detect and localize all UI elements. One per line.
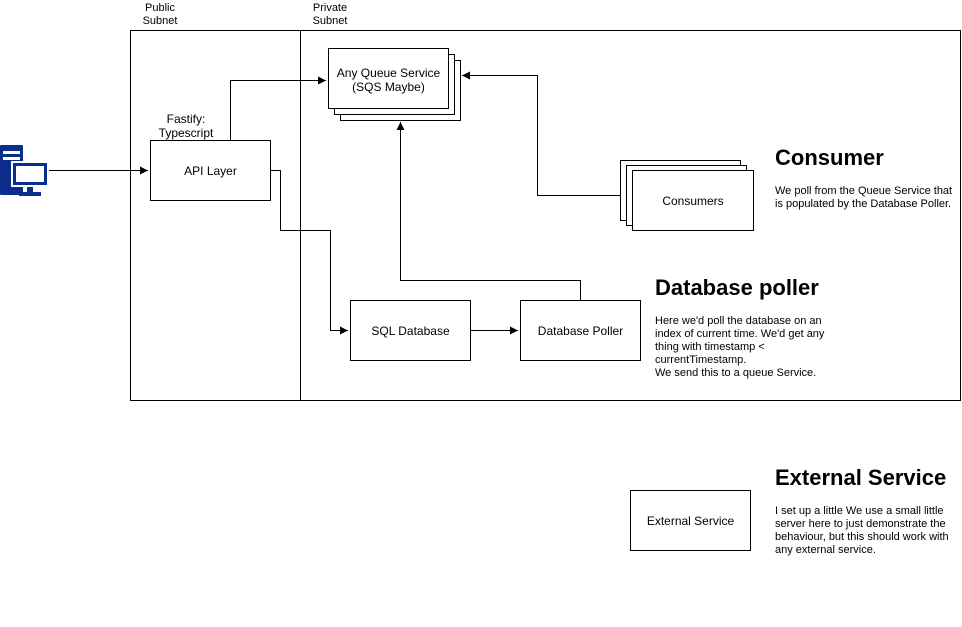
queue-service-label: Any Queue Service (SQS Maybe) bbox=[336, 66, 441, 94]
queue-service-box[interactable]: Any Queue Service (SQS Maybe) bbox=[328, 48, 449, 109]
consumers-label: Consumers bbox=[662, 193, 724, 208]
arrow-poller-to-queue bbox=[396, 122, 581, 300]
arrow-consumers-to-queue bbox=[462, 71, 620, 196]
external-service-box[interactable]: External Service bbox=[630, 490, 751, 551]
public-subnet-label: Public Subnet bbox=[142, 2, 178, 27]
api-layer-label: API Layer bbox=[184, 163, 237, 178]
arrow-api-to-queue bbox=[230, 76, 326, 140]
api-layer-tech-label: Fastify: Typescript bbox=[158, 112, 214, 140]
database-poller-label: Database Poller bbox=[537, 323, 624, 338]
arrow-api-to-sql bbox=[270, 170, 348, 335]
external-service-heading: External Service bbox=[775, 465, 947, 490]
api-layer-box[interactable]: API Layer bbox=[150, 140, 271, 201]
public-subnet-boundary bbox=[130, 30, 301, 401]
sql-database-box[interactable]: SQL Database bbox=[350, 300, 471, 361]
external-service-description: I set up a little We use a small little … bbox=[775, 505, 949, 556]
sql-database-label: SQL Database bbox=[371, 323, 450, 338]
database-poller-heading: Database poller bbox=[655, 275, 819, 300]
database-poller-box[interactable]: Database Poller bbox=[520, 300, 641, 361]
consumer-description: We poll from the Queue Service that is p… bbox=[775, 185, 953, 210]
computer-icon bbox=[0, 145, 50, 197]
private-subnet-boundary bbox=[300, 30, 961, 401]
consumer-heading: Consumer bbox=[775, 145, 884, 170]
database-poller-description: Here we'd poll the database on an index … bbox=[655, 315, 825, 379]
external-service-label: External Service bbox=[646, 513, 735, 528]
private-subnet-label: Private Subnet bbox=[312, 2, 348, 27]
consumers-box[interactable]: Consumers bbox=[632, 170, 754, 231]
